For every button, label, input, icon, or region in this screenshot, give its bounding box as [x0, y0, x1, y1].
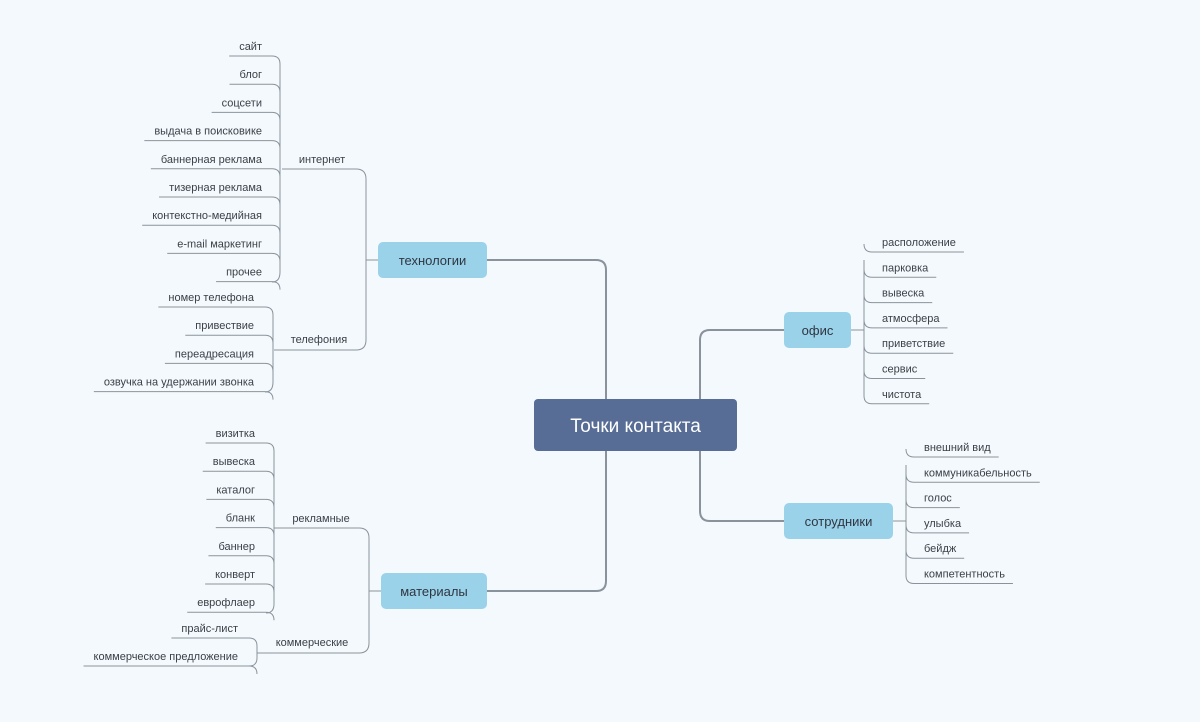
- leaf-advertising[interactable]: еврофлаер: [197, 597, 255, 609]
- leaf-telephony[interactable]: озвучка на удержании звонка: [104, 377, 255, 389]
- leaf-staff-underline: [905, 575, 1013, 584]
- leaf-advertising-underline: [202, 470, 275, 480]
- leaf-internet-underline: [229, 83, 281, 93]
- leaf-advertising-underline: [187, 611, 275, 621]
- leaf-office[interactable]: расположение: [882, 237, 956, 249]
- commercial-spine: [248, 646, 258, 667]
- topic-materials-label[interactable]: материалы: [400, 584, 468, 599]
- leaf-internet[interactable]: блог: [240, 69, 262, 81]
- topic-staff-label[interactable]: сотрудники: [805, 514, 873, 529]
- leaf-telephony-underline: [164, 362, 274, 372]
- link-materials-commercial: [257, 591, 370, 654]
- leaf-advertising-underline: [205, 442, 275, 452]
- leaf-advertising[interactable]: визитка: [216, 428, 256, 440]
- link-technology-telephony: [274, 260, 367, 351]
- leaf-advertising[interactable]: каталог: [216, 484, 255, 496]
- leaf-internet-underline: [216, 281, 281, 290]
- leaf-internet[interactable]: e-mail маркетинг: [177, 238, 262, 250]
- telephony-spine: [264, 315, 274, 393]
- topic-technology[interactable]: [378, 242, 487, 278]
- leaf-commercial[interactable]: прайс-лист: [181, 623, 238, 635]
- leaf-advertising[interactable]: вывеска: [213, 456, 256, 468]
- leaf-advertising-underline: [206, 498, 275, 508]
- leaf-internet[interactable]: контекстно-медийная: [152, 210, 262, 222]
- subtopic-commercial[interactable]: коммерческие: [276, 637, 349, 649]
- internet-spine: [271, 64, 281, 283]
- leaf-office[interactable]: вывеска: [882, 288, 925, 300]
- leaf-internet-underline: [167, 252, 281, 262]
- leaf-internet[interactable]: соцсети: [222, 97, 262, 109]
- leaf-staff[interactable]: коммуникабельность: [924, 467, 1032, 479]
- leaf-office-underline: [863, 395, 930, 405]
- leaf-advertising[interactable]: баннер: [218, 541, 255, 553]
- leaf-internet-underline: [150, 168, 281, 177]
- leaf-staff[interactable]: улыбка: [924, 518, 962, 530]
- topic-technology-label[interactable]: технологии: [399, 253, 467, 268]
- leaf-telephony[interactable]: привествие: [195, 320, 254, 332]
- leaf-internet[interactable]: прочее: [226, 267, 262, 279]
- topic-nodes: Точки контакта технологии материалы офис сот…: [94, 41, 1032, 663]
- leaf-advertising[interactable]: бланк: [226, 513, 255, 525]
- topic-office[interactable]: [784, 312, 851, 348]
- leaf-telephony-underline: [93, 391, 274, 400]
- topic-materials[interactable]: [381, 573, 487, 609]
- leaf-staff-underline: [905, 448, 999, 458]
- leaf-office[interactable]: чистота: [882, 389, 922, 401]
- subtopic-telephony[interactable]: телефония: [291, 334, 348, 346]
- leaf-staff[interactable]: голос: [924, 493, 952, 505]
- leaf-office-underline: [863, 243, 964, 253]
- leaf-staff[interactable]: внешний вид: [924, 442, 991, 454]
- leaf-advertising-underline: [208, 555, 275, 564]
- leaf-office[interactable]: парковка: [882, 262, 929, 274]
- leaf-advertising-underline: [205, 583, 275, 593]
- leaf-office[interactable]: атмосфера: [882, 313, 940, 325]
- subtopic-internet[interactable]: интернет: [299, 154, 345, 166]
- leaf-internet-underline: [144, 140, 281, 149]
- leaf-internet[interactable]: баннерная реклама: [161, 154, 263, 166]
- leaf-internet-underline: [211, 111, 281, 121]
- leaf-internet[interactable]: сайт: [239, 41, 262, 53]
- root-topic[interactable]: [534, 399, 737, 451]
- leaf-internet-underline: [229, 55, 281, 65]
- leaf-telephony[interactable]: номер телефона: [168, 292, 254, 304]
- leaf-office[interactable]: сервис: [882, 364, 918, 376]
- connector-lines: [83, 55, 1040, 675]
- leaf-commercial-underline: [83, 665, 258, 675]
- subtopic-advertising[interactable]: рекламные: [292, 513, 349, 525]
- link-technology-internet: [282, 168, 378, 261]
- link-root-office: [699, 329, 784, 399]
- leaf-advertising[interactable]: конверт: [215, 569, 255, 581]
- link-root-technology: [487, 259, 607, 399]
- leaf-staff[interactable]: бейдж: [924, 543, 957, 555]
- leaf-commercial[interactable]: коммерческое предложение: [94, 651, 238, 663]
- leaf-internet-underline: [159, 196, 281, 206]
- leaf-internet-underline: [142, 224, 281, 234]
- leaf-staff[interactable]: компетентность: [924, 569, 1005, 581]
- link-root-staff: [699, 451, 784, 522]
- leaf-internet[interactable]: выдача в поисковике: [154, 126, 262, 138]
- leaf-telephony-underline: [158, 306, 274, 316]
- leaf-commercial-underline: [171, 637, 258, 647]
- leaf-telephony-underline: [185, 334, 274, 344]
- topic-staff[interactable]: [784, 503, 893, 539]
- topic-office-label[interactable]: офис: [802, 323, 834, 338]
- link-root-materials: [487, 451, 607, 592]
- leaf-telephony[interactable]: переадресация: [175, 348, 254, 360]
- leaf-internet[interactable]: тизерная реклама: [169, 182, 263, 194]
- link-materials-advertising: [274, 527, 381, 592]
- root-topic-label[interactable]: Точки контакта: [570, 416, 701, 437]
- leaf-office[interactable]: приветствие: [882, 338, 945, 350]
- advertising-spine: [265, 451, 275, 614]
- leaf-advertising-underline: [215, 527, 275, 536]
